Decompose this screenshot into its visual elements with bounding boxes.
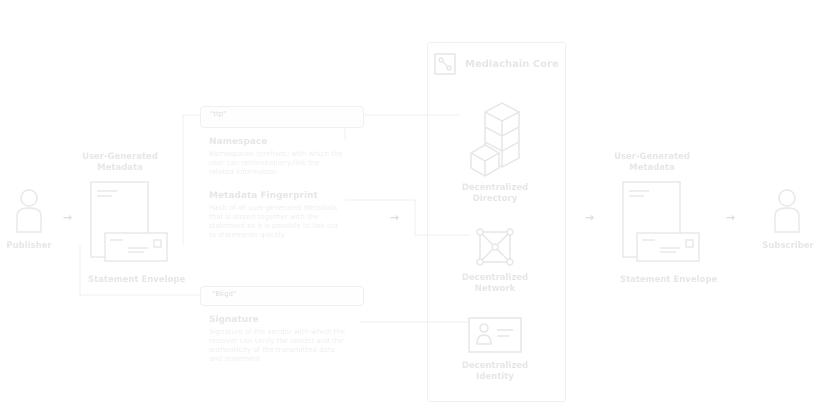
left-metadata-title: User-Generated Metadata xyxy=(82,152,158,173)
identity-label: Decentralized Identity xyxy=(461,361,529,382)
core-title: Mediachain Core xyxy=(465,59,559,70)
id-card-shape xyxy=(468,317,522,353)
mediachain-logo-shape xyxy=(434,53,456,75)
panel-bottom-bar xyxy=(200,286,364,306)
directory-label: Decentralized Directory xyxy=(461,183,529,204)
signature-text: Signature of the sender with which the r… xyxy=(209,328,346,363)
core-container xyxy=(427,42,566,402)
panel-top-bar xyxy=(200,106,364,128)
publisher-label: Publisher xyxy=(6,241,52,251)
arrow-right-icon: → xyxy=(390,211,400,224)
arrow-right-icon: → xyxy=(63,211,73,224)
panel-tab-top: "ttp" xyxy=(210,110,227,118)
publisher-person-shape xyxy=(16,189,42,233)
panel-tab-bottom: "Bkgd" xyxy=(212,290,237,298)
right-metadata-title: User-Generated Metadata xyxy=(614,152,690,173)
right-envelope-label: Statement Envelope xyxy=(620,275,718,285)
fingerprint-text: Hash of all user-generated Metadata that… xyxy=(209,204,339,239)
fingerprint-heading: Metadata Fingerprint xyxy=(209,191,318,201)
subscriber-label: Subscriber xyxy=(762,241,814,251)
arrow-right-icon: → xyxy=(585,211,595,224)
namespace-heading: Namespace xyxy=(209,137,268,147)
right-document-shape xyxy=(622,181,700,262)
network-label: Decentralized Network xyxy=(461,273,529,294)
signature-heading: Signature xyxy=(209,315,259,325)
subscriber-person-shape xyxy=(774,189,800,233)
network-shape xyxy=(476,228,514,266)
stacked-blocks-shape xyxy=(470,102,520,177)
namespace-text: Namespaces (prefixes) with which the use… xyxy=(209,150,343,176)
left-envelope-label: Statement Envelope xyxy=(88,275,186,285)
left-document-shape xyxy=(90,181,168,262)
arrow-right-icon: → xyxy=(726,211,736,224)
